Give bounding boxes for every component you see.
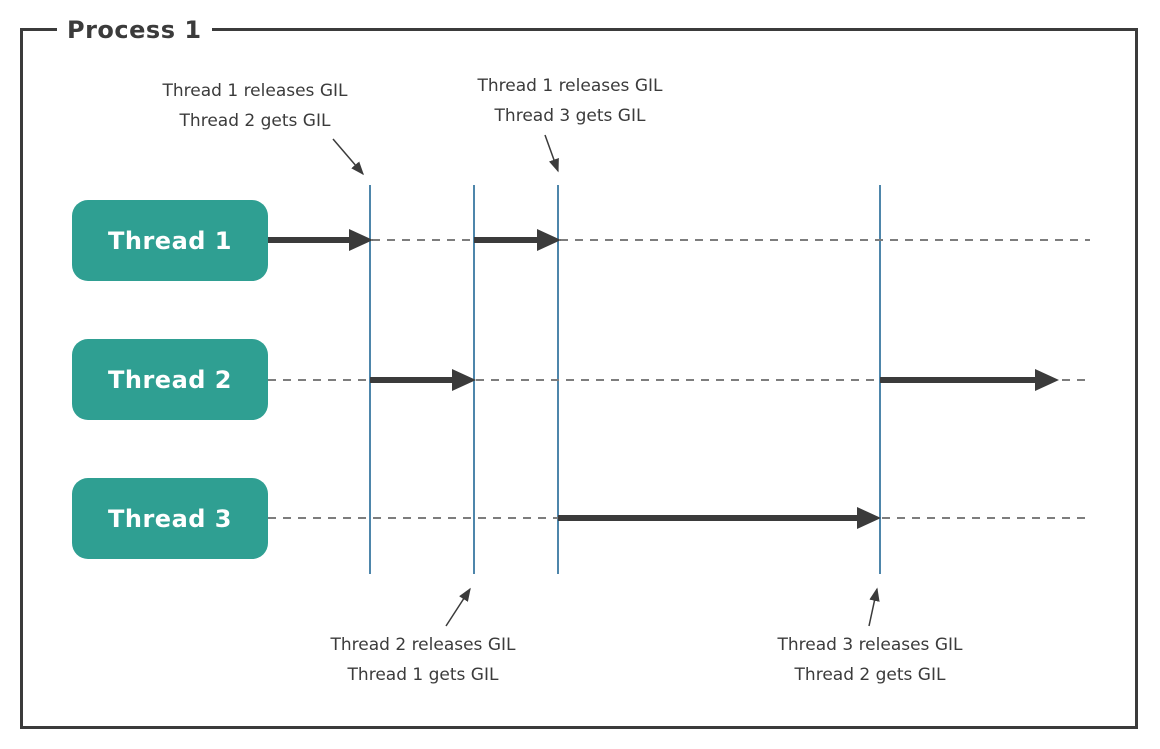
thread1-execution-arrowhead-1-icon — [349, 229, 373, 251]
annotation-line: Thread 3 gets GIL — [494, 106, 646, 126]
thread1-execution-arrowhead-2-icon — [537, 229, 561, 251]
pointer-arrow-bottom-right-icon — [868, 587, 880, 627]
pointer-arrow-bottom-left-icon — [445, 587, 471, 627]
thread-2-label: Thread 2 — [108, 365, 232, 394]
pointer-arrow-top-left-icon — [332, 138, 364, 176]
process-boundary-box: Process 1 — [20, 15, 1138, 729]
annotation-bottom-left: Thread 2 releases GIL Thread 1 gets GIL — [283, 630, 563, 690]
pointer-arrow-top-right-icon — [544, 134, 559, 173]
annotation-top-right: Thread 1 releases GIL Thread 3 gets GIL — [430, 71, 710, 131]
annotation-top-left: Thread 1 releases GIL Thread 2 gets GIL — [115, 76, 395, 136]
thread-1-label: Thread 1 — [108, 226, 232, 255]
thread-1-box: Thread 1 — [72, 200, 268, 281]
annotation-line: Thread 2 releases GIL — [330, 635, 516, 655]
thread-2-box: Thread 2 — [72, 339, 268, 420]
thread3-execution-arrowhead-1-icon — [857, 507, 881, 529]
process-label: Process 1 — [57, 15, 212, 45]
thread-3-box: Thread 3 — [72, 478, 268, 559]
annotation-line: Thread 1 gets GIL — [347, 665, 499, 685]
thread2-execution-arrowhead-2-icon — [1035, 369, 1059, 391]
annotation-line: Thread 3 releases GIL — [777, 635, 963, 655]
annotation-line: Thread 1 releases GIL — [162, 81, 348, 101]
annotation-bottom-right: Thread 3 releases GIL Thread 2 gets GIL — [730, 630, 1010, 690]
annotation-line: Thread 2 gets GIL — [794, 665, 946, 685]
thread-3-label: Thread 3 — [108, 504, 232, 533]
thread2-execution-arrowhead-1-icon — [452, 369, 476, 391]
annotation-line: Thread 1 releases GIL — [477, 76, 663, 96]
annotation-line: Thread 2 gets GIL — [179, 111, 331, 131]
